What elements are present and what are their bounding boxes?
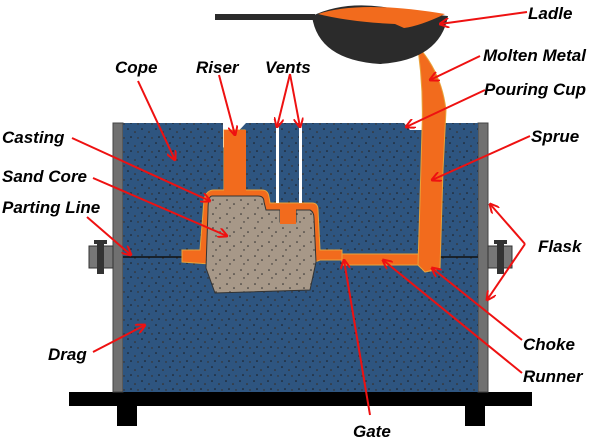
label-molten-metal: Molten Metal xyxy=(483,46,587,65)
label-pouring-cup: Pouring Cup xyxy=(484,80,586,99)
label-casting: Casting xyxy=(2,128,65,147)
label-flask: Flask xyxy=(538,237,583,256)
base-plate xyxy=(69,392,532,406)
flask-left-wall xyxy=(112,122,124,393)
label-gate: Gate xyxy=(353,422,391,441)
sand-core xyxy=(205,195,317,294)
vent-1 xyxy=(276,123,279,203)
label-cope: Cope xyxy=(115,58,158,77)
ladle-metal-surface xyxy=(318,7,445,28)
label-sprue: Sprue xyxy=(531,127,579,146)
ladle-handle xyxy=(215,14,315,20)
flask-right-wall xyxy=(477,122,489,393)
riser xyxy=(224,130,246,192)
label-runner: Runner xyxy=(523,367,584,386)
vent-2 xyxy=(299,123,302,203)
label-drag: Drag xyxy=(48,345,87,364)
bolt-right xyxy=(487,240,513,274)
label-riser: Riser xyxy=(196,58,240,77)
callout-arrows xyxy=(71,11,531,416)
base-foot-left xyxy=(117,406,137,426)
base-foot-right xyxy=(465,406,485,426)
core-print xyxy=(280,208,296,224)
molten-metal-stream xyxy=(398,29,447,273)
label-choke: Choke xyxy=(523,335,575,354)
label-parting-line: Parting Line xyxy=(2,198,100,217)
label-sand-core: Sand Core xyxy=(2,167,87,186)
bolt-left xyxy=(88,240,114,274)
label-vents: Vents xyxy=(265,58,311,77)
label-ladle: Ladle xyxy=(528,4,572,23)
